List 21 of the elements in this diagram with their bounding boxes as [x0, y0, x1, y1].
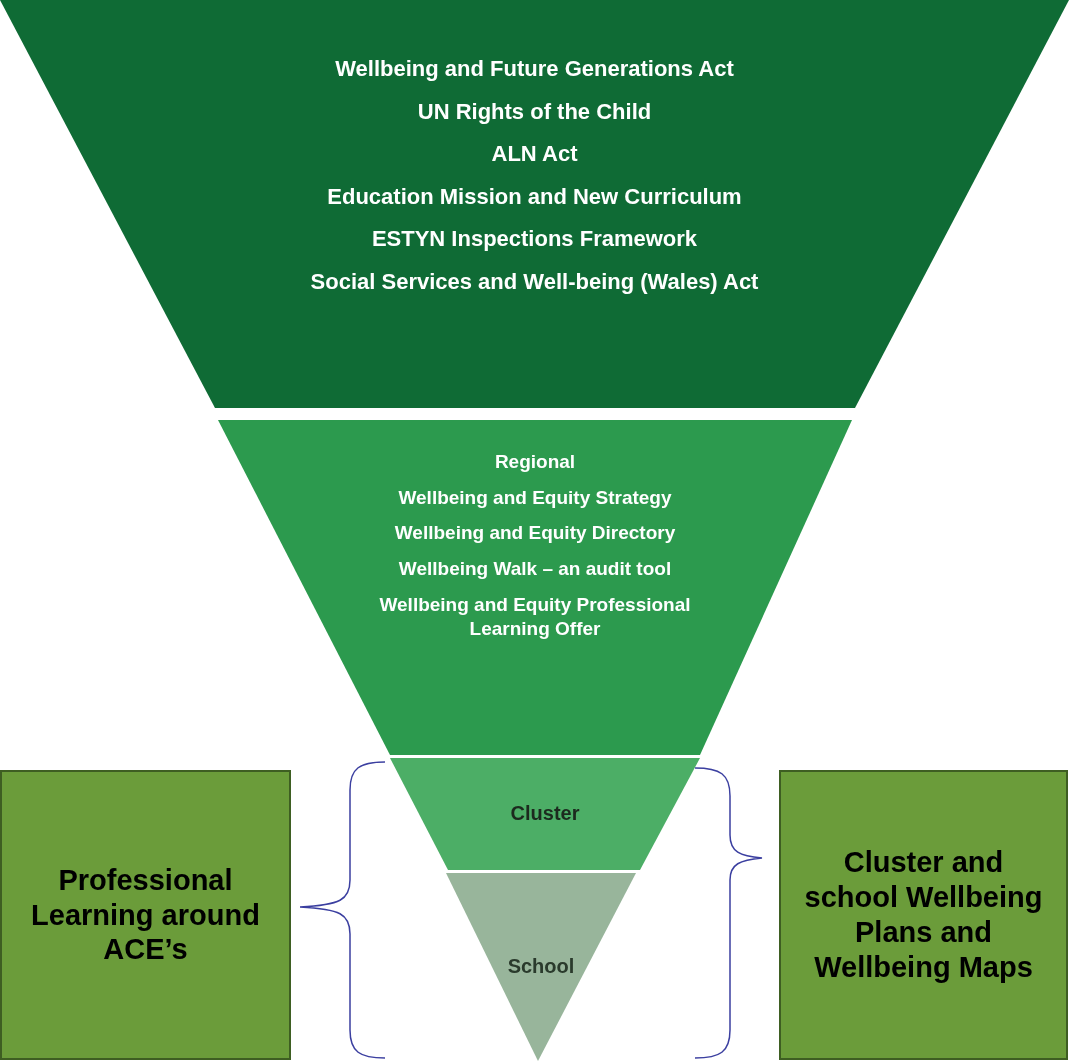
box-text: Professional Learning around ACE’s: [30, 862, 261, 968]
band-text: Wellbeing and Future Generations Act: [335, 55, 734, 83]
box-text: Cluster and school Wellbeing Plans and Wellbeing Maps: [803, 845, 1044, 985]
band-text: Wellbeing Walk – an audit tool: [398, 557, 672, 582]
band-text: School: [507, 954, 575, 979]
funnel-band: [446, 873, 636, 1061]
band-text: Education Mission and New Curriculum: [327, 182, 742, 211]
band-text: ALN Act: [491, 140, 578, 169]
text-box: [779, 770, 1068, 1060]
band-text: Wellbeing and Equity Strategy: [398, 485, 672, 510]
band-text: UN Rights of the Child: [417, 97, 652, 126]
funnel-band: [0, 0, 1069, 408]
band-text: Social Services and Well-being (Wales) Act: [310, 267, 759, 296]
band-text: Wellbeing and Equity Directory: [394, 521, 676, 546]
band-text: Regional: [494, 450, 576, 474]
funnel-band: [218, 420, 852, 755]
band-text: Wellbeing and Equity Professional Learning Offer: [378, 592, 692, 642]
band-text: Cluster: [510, 801, 580, 826]
band-text: ESTYN Inspections Framework: [371, 225, 698, 254]
text-box: [0, 770, 291, 1060]
funnel-band: [390, 758, 700, 870]
